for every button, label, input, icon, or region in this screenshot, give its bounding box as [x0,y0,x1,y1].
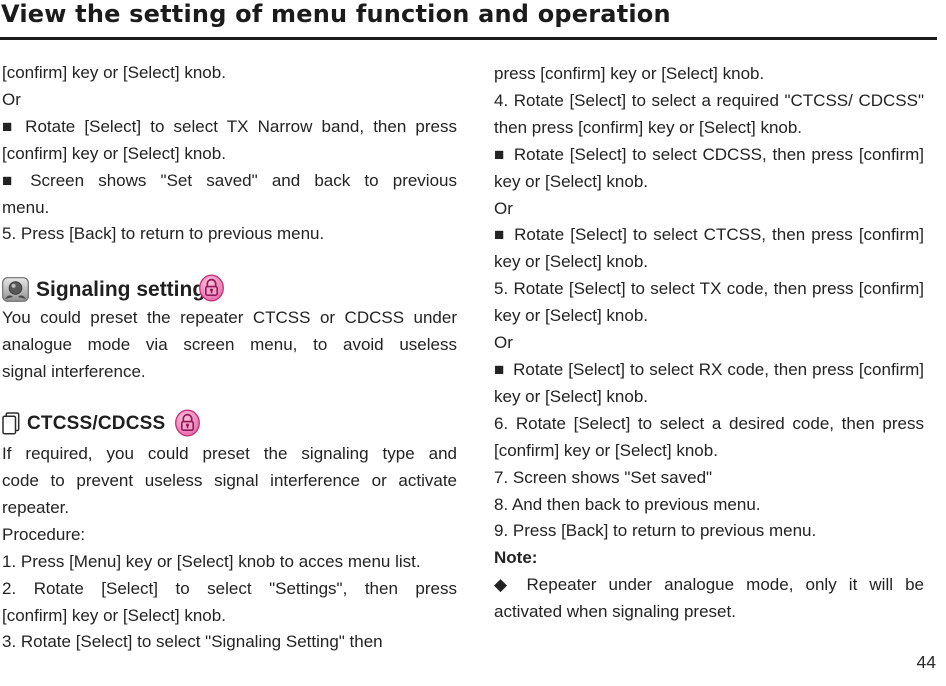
text-line: key or [Select] knob. [494,171,649,191]
paragraph: ■ Rotate [Select] to select CTCSS, then … [494,222,924,276]
text-line: [confirm] key or [Select] knob. [2,63,226,82]
page-number: 44 [916,652,936,672]
text-line: [confirm] key or [Select] knob. [2,143,226,163]
text-line: ■ Rotate [Select] to select CTCSS, then … [494,225,924,245]
paragraph: 4. Rotate [Select] to select a required … [494,88,924,142]
paragraph: Or [2,87,457,114]
paragraph: 5. Rotate [Select] to select TX code, th… [494,276,924,330]
text-line: key or [Select] knob. [494,252,649,272]
paragraph: 1. Press [Menu] key or [Select] knob to … [2,549,457,576]
text-line: signal interference. [2,362,146,382]
text-line: menu. [2,197,50,217]
text-line: ■ Rotate [Select] to select TX Narrow ba… [2,116,457,136]
text-line: 3. Rotate [Select] to select "Signaling … [2,632,383,652]
right-column: press [confirm] key or [Select] knob. 4. … [494,61,924,626]
text-line: You could preset the repeater CTCSS or C… [2,308,457,328]
text-line: 1. Press [Menu] key or [Select] knob to … [2,551,421,571]
text-line: If required, you could preset the signal… [2,444,457,464]
paragraph: [confirm] key or [Select] knob. [2,60,457,87]
paragraph: ■ Rotate [Select] to select RX code, the… [494,357,924,411]
signal-app-icon [2,277,29,303]
pages-icon [2,412,20,435]
text-line: press [confirm] key or [Select] knob. [494,64,765,83]
section-heading: Signaling setting [2,274,457,303]
text-line: Or [494,333,513,353]
text-line: ◆ Repeater under analogue mode, only it … [494,575,924,595]
title-underline [0,37,937,40]
paragraph: You could preset the repeater CTCSS or C… [2,305,457,386]
text-line: [confirm] key or [Select] knob. [494,440,718,460]
lock-icon [174,408,201,437]
text-line: 7. Screen shows "Set saved" [494,467,713,487]
paragraph: ■ Rotate [Select] to select TX Narrow ba… [2,114,457,168]
paragraph: press [confirm] key or [Select] knob. [494,61,924,88]
paragraph: ◆ Repeater under analogue mode, only it … [494,572,924,626]
section-heading: CTCSS/CDCSS [2,408,457,437]
text-line: then press [confirm] key or [Select] kno… [494,117,803,137]
text-line: Procedure: [2,524,86,544]
text-line: 4. Rotate [Select] to select a required … [494,90,924,110]
text-line: code to prevent useless signal interfere… [2,470,457,490]
paragraph: Procedure: [2,522,457,549]
text-line: repeater. [2,497,70,517]
text-line: 5. Rotate [Select] to select TX code, th… [494,279,924,299]
paragraph: 2. Rotate [Select] to select "Settings",… [2,576,457,630]
text-line: Or [2,89,21,109]
text-line: key or [Select] knob. [494,306,649,326]
text-line: ■ Rotate [Select] to select CDCSS, then … [494,144,924,164]
text-line: 5. Press [Back] to return to previous me… [2,224,325,244]
paragraph: Or [494,196,924,223]
page-title: View the setting of menu function and op… [1,0,671,28]
paragraph: If required, you could preset the signal… [2,441,457,522]
text-line: key or [Select] knob. [494,386,649,406]
text-line: 6. Rotate [Select] to select a desired c… [494,413,924,433]
lock-icon [198,273,225,302]
section-heading-text: Signaling setting [36,277,206,301]
paragraph: 8. And then back to previous menu. [494,492,924,519]
text-line: analogue mode via screen menu, to avoid … [2,335,457,355]
paragraph: ■ Rotate [Select] to select CDCSS, then … [494,142,924,196]
text-line: [confirm] key or [Select] knob. [2,605,226,625]
paragraph: 3. Rotate [Select] to select "Signaling … [2,629,457,656]
paragraph: 7. Screen shows "Set saved" [494,465,924,492]
text-line: 8. And then back to previous menu. [494,494,761,514]
text-line: 2. Rotate [Select] to select "Settings",… [2,578,457,598]
text-line: Note: [494,548,538,568]
text-line: activated when signaling preset. [494,602,736,622]
text-line: Or [494,198,513,218]
text-line: ■ Rotate [Select] to select RX code, the… [494,359,924,379]
paragraph: 9. Press [Back] to return to previous me… [494,518,924,545]
section-heading-text: CTCSS/CDCSS [27,412,166,434]
text-line: 9. Press [Back] to return to previous me… [494,521,817,541]
paragraph: ■ Screen shows "Set saved" and back to p… [2,168,457,222]
paragraph: 6. Rotate [Select] to select a desired c… [494,411,924,465]
paragraph: 5. Press [Back] to return to previous me… [2,221,457,248]
paragraph: Note: [494,545,924,572]
text-line: ■ Screen shows "Set saved" and back to p… [2,170,457,190]
paragraph: Or [494,330,924,357]
left-column: [confirm] key or [Select] knob. Or ■ Rotat… [2,60,457,656]
